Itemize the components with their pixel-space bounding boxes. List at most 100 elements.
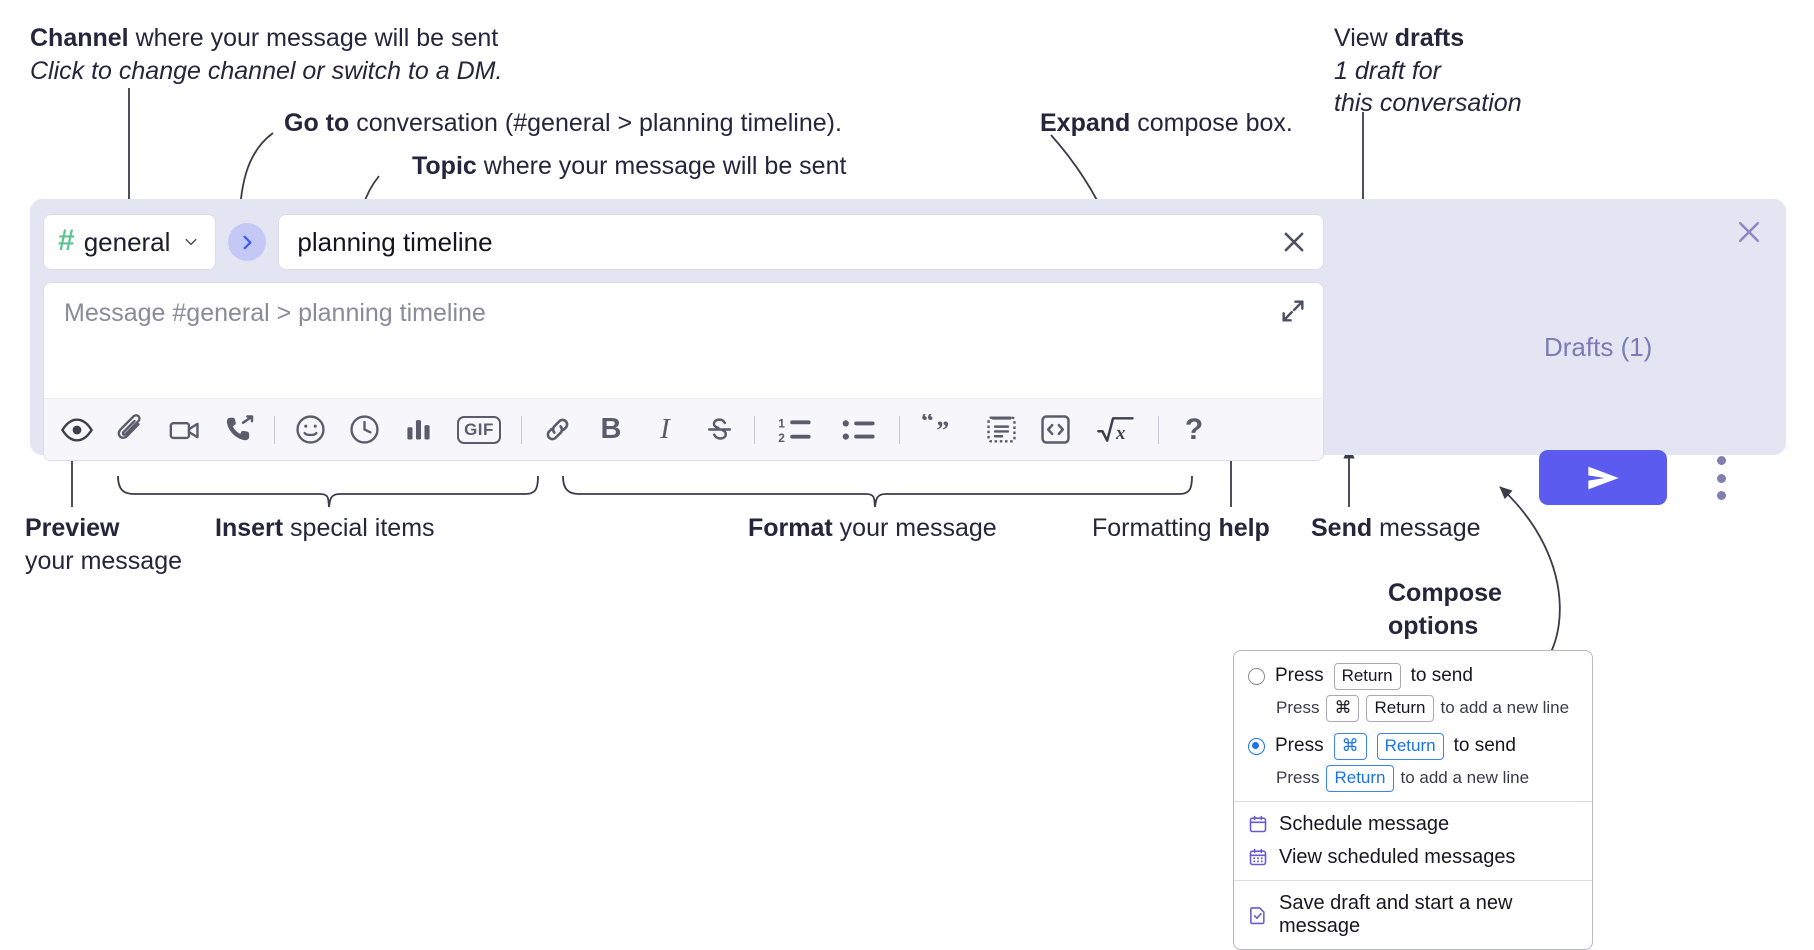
svg-text:“: “ <box>921 414 934 436</box>
bulleted-list-icon <box>842 419 875 440</box>
key-return: Return <box>1326 764 1394 792</box>
calendar-icon <box>1249 815 1267 833</box>
ordered-list-button[interactable]: 1 2 <box>769 409 821 451</box>
annotation-send-bold: Send <box>1311 514 1373 542</box>
attach-file-button[interactable] <box>110 409 152 451</box>
compose-header-row: # general planning timeline <box>43 214 1324 270</box>
annotation-channel-italic: Click to change channel or switch to a D… <box>30 56 503 85</box>
math-button[interactable]: x <box>1088 409 1144 451</box>
hash-icon: # <box>58 224 75 257</box>
annotation-channel: Channel where your message will be sent … <box>30 22 502 87</box>
compose-inner: # general planning timeline <box>43 214 1324 461</box>
video-clip-button[interactable] <box>164 409 206 451</box>
annotation-expand: Expand compose box. <box>1040 107 1293 140</box>
annotation-drafts-plain: View <box>1334 24 1395 52</box>
inline-code-button[interactable] <box>1034 409 1076 451</box>
annotation-send-rest: message <box>1372 514 1481 542</box>
annotation-goto: Go to conversation (#general > planning … <box>284 107 842 140</box>
preview-button[interactable] <box>56 409 98 451</box>
annotation-channel-rest: where your message will be sent <box>128 24 499 52</box>
close-panel-button[interactable] <box>1734 217 1764 247</box>
key-command: ⌘ <box>1326 694 1360 722</box>
emoji-button[interactable] <box>289 409 331 451</box>
topic-field[interactable]: planning timeline <box>278 214 1324 270</box>
annotation-preview-line2: your message <box>25 546 183 575</box>
menu-item-save-draft[interactable]: Save draft and start a new message <box>1234 887 1592 943</box>
annotation-insert-rest: special items <box>283 514 435 542</box>
help-question-icon: ? <box>1184 412 1204 446</box>
clear-topic-button[interactable] <box>1279 227 1309 257</box>
blockquote-button[interactable]: “ ” <box>914 409 968 451</box>
goto-conversation-button[interactable] <box>228 223 267 261</box>
blockquote-icon: “ ” <box>921 414 949 445</box>
expand-diagonal-icon <box>1282 300 1304 322</box>
bulleted-list-button[interactable] <box>833 409 885 451</box>
bold-button[interactable]: B <box>590 409 632 451</box>
channel-selector[interactable]: # general <box>43 214 217 270</box>
opt-text: to send <box>1410 665 1473 687</box>
paperclip-icon <box>117 413 141 439</box>
annotation-topic-rest: where your message will be sent <box>476 152 847 180</box>
expand-compose-button[interactable] <box>1279 297 1307 325</box>
preview-icon <box>61 417 93 442</box>
opt-text: Press <box>1275 735 1324 757</box>
link-icon <box>546 418 568 441</box>
svg-text:”: ” <box>936 416 949 445</box>
menu-item-label: View scheduled messages <box>1279 845 1516 868</box>
annotation-goto-bold: Go to <box>284 109 350 137</box>
strikethrough-button[interactable] <box>698 409 740 451</box>
italic-button[interactable]: I <box>644 409 686 451</box>
message-input[interactable]: Message #general > planning timeline <box>44 283 1323 398</box>
radio-selected[interactable] <box>1248 737 1265 755</box>
key-return: Return <box>1376 732 1444 760</box>
message-compose-box: Message #general > planning timeline <box>43 282 1324 461</box>
video-camera-icon <box>169 421 199 439</box>
annotation-preview-bold: Preview <box>25 514 120 542</box>
formatting-help-button[interactable]: ? <box>1173 409 1215 451</box>
toolbar-separator <box>754 415 755 444</box>
clock-icon <box>349 415 379 444</box>
radio-unselected[interactable] <box>1248 667 1265 685</box>
audio-clip-button[interactable] <box>218 409 260 451</box>
more-vertical-icon-dot <box>1716 473 1726 483</box>
drafts-link[interactable]: Drafts (1) <box>1544 332 1653 362</box>
math-icon: x <box>1097 417 1134 444</box>
annotation-help-plain: Formatting <box>1092 514 1219 542</box>
code-block-button[interactable] <box>980 409 1022 451</box>
annotation-format-rest: your message <box>832 514 997 542</box>
ordered-list-icon: 1 2 <box>778 416 811 445</box>
annotation-goto-rest: conversation (#general > planning timeli… <box>349 109 842 137</box>
key-return: Return <box>1366 694 1434 722</box>
poll-button[interactable] <box>397 409 439 451</box>
svg-text:x: x <box>1115 423 1125 444</box>
annotation-topic: Topic where your message will be sent <box>412 150 846 183</box>
send-option-cmd-return-sub: Press Return to add a new line <box>1276 764 1578 792</box>
send-option-return-main: Press Return to send <box>1248 663 1578 690</box>
toolbar-separator <box>274 415 275 444</box>
chevron-down-icon <box>185 238 197 246</box>
paper-plane-icon <box>1588 466 1619 489</box>
send-button[interactable] <box>1539 450 1667 505</box>
compose-options-button[interactable] <box>1710 456 1732 500</box>
annotation-topic-bold: Topic <box>412 152 477 180</box>
gif-button[interactable]: GIF <box>451 409 507 451</box>
menu-item-label: Save draft and start a new message <box>1279 891 1513 937</box>
send-option-cmd-return[interactable]: Press ⌘ Return to send Press Return to a… <box>1234 731 1592 792</box>
calendar-grid-icon <box>1249 848 1267 866</box>
toolbar-separator <box>1158 415 1159 444</box>
italic-icon: I <box>660 413 670 445</box>
reminder-button[interactable] <box>343 409 385 451</box>
annotation-drafts-bold: drafts <box>1394 24 1465 52</box>
svg-text:2: 2 <box>778 431 785 445</box>
send-option-return[interactable]: Press Return to send Press ⌘ Return to a… <box>1234 661 1592 722</box>
annotation-format-bold: Format <box>748 514 833 542</box>
menu-divider <box>1234 879 1592 881</box>
menu-item-schedule-message[interactable]: Schedule message <box>1234 808 1592 841</box>
code-block-icon <box>986 416 1016 443</box>
menu-item-view-scheduled[interactable]: View scheduled messages <box>1234 841 1592 874</box>
opt-text: Press <box>1275 665 1324 687</box>
link-button[interactable] <box>536 409 578 451</box>
send-option-cmd-return-main: Press ⌘ Return to send <box>1248 732 1578 760</box>
annotation-drafts: View drafts 1 draft for this conversatio… <box>1334 22 1522 120</box>
